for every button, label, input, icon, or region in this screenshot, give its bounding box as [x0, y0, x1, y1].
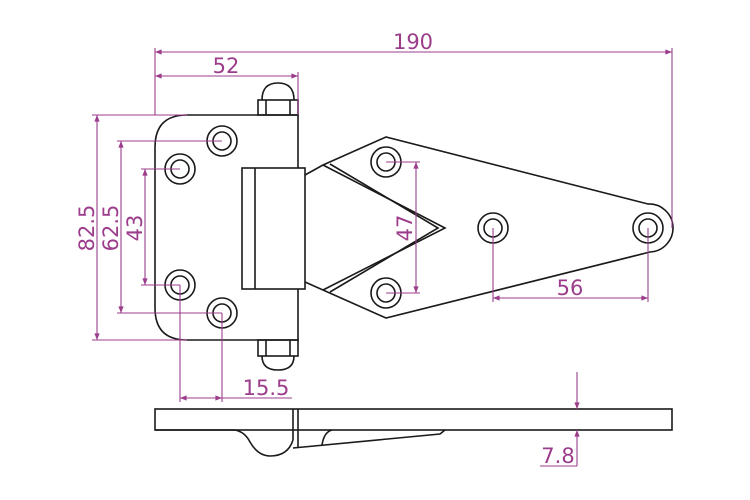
top-acorn-nut [257, 82, 299, 116]
hinge-knuckle [241, 167, 306, 290]
left-leaf-plate [154, 114, 299, 341]
dimension-190: 190 [154, 30, 673, 228]
dimension-label: 56 [557, 276, 584, 300]
dimension-7-8: 7.8 [540, 372, 580, 468]
dimension-label: 82.5 [75, 205, 99, 252]
dimension-label: 190 [393, 30, 433, 54]
dimension-label: 62.5 [99, 205, 123, 252]
dimension-label: 52 [213, 54, 240, 78]
dimension-15-5: 15.5 [179, 285, 292, 402]
dimension-62-5: 62.5 [99, 140, 222, 314]
dimension-label: 47 [393, 215, 417, 242]
dimension-label: 43 [123, 215, 147, 242]
dimension-52: 52 [155, 54, 299, 115]
dimension-label: 15.5 [243, 376, 290, 400]
right-leaf [304, 136, 674, 319]
dimension-82-5: 82.5 [75, 114, 187, 341]
dimension-43: 43 [123, 168, 180, 286]
dimension-56: 56 [492, 228, 649, 302]
dimension-label: 7.8 [541, 444, 574, 468]
bottom-acorn-nut [257, 339, 299, 371]
dimension-47: 47 [386, 161, 420, 294]
side-view [154, 408, 673, 457]
